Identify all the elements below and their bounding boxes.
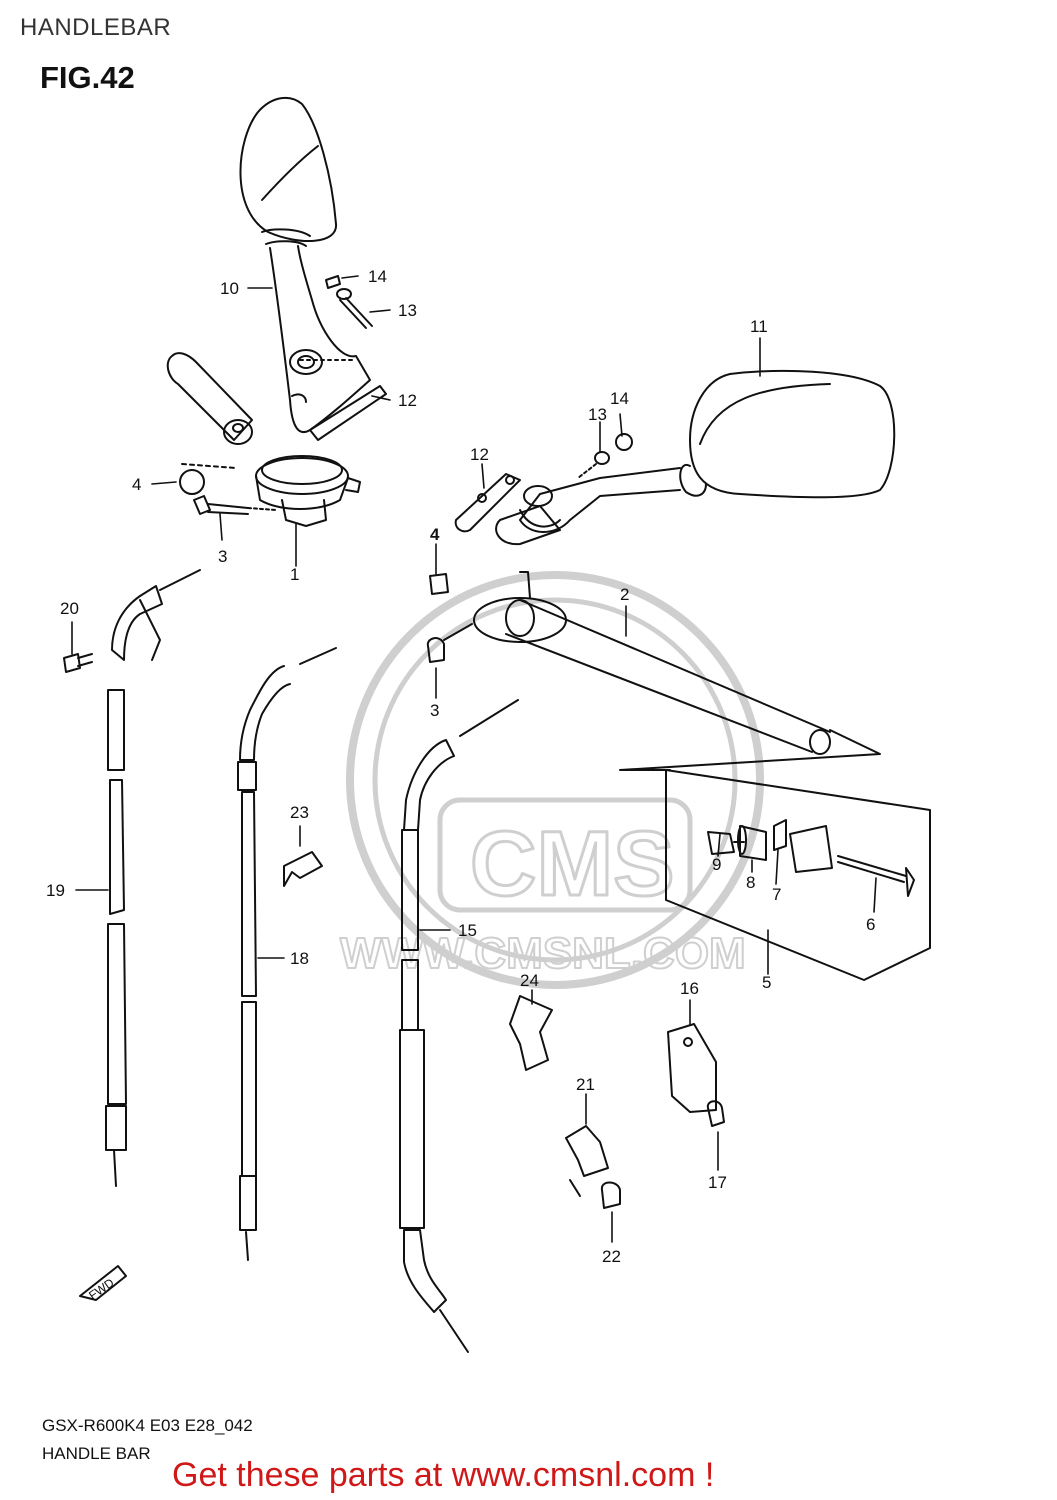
part-22-screw xyxy=(600,1181,621,1209)
callout-1: 1 xyxy=(290,565,299,584)
callout-16: 16 xyxy=(680,979,699,998)
part-24-clip xyxy=(509,995,553,1071)
diagram-name: HANDLE BAR xyxy=(42,1444,151,1463)
part-10-left-mirror xyxy=(239,96,387,441)
callout-5: 5 xyxy=(762,973,771,992)
callout-11: 11 xyxy=(750,317,768,336)
part-20-screw xyxy=(63,653,93,673)
part-3-bolt-right xyxy=(426,623,473,663)
part-23-clamp xyxy=(283,851,323,887)
callout-3-right: 3 xyxy=(430,701,439,720)
part-11-right-mirror xyxy=(495,369,896,546)
fwd-direction-arrow: FWD xyxy=(79,1265,127,1303)
part-4-cap-left xyxy=(179,469,205,495)
callout-labels: 10 14 13 12 4 3 1 11 13 14 12 4 2 3 20 1… xyxy=(46,267,875,1266)
model-code: GSX-R600K4 E03 E28_042 xyxy=(42,1416,253,1435)
callout-14-right: 14 xyxy=(610,389,629,408)
callout-13-right: 13 xyxy=(588,405,607,424)
part-17-screw xyxy=(706,1100,725,1127)
callout-15: 15 xyxy=(458,921,477,940)
callout-23: 23 xyxy=(290,803,309,822)
part-13-bolt-right xyxy=(577,451,610,479)
part-8-spacer xyxy=(737,825,767,861)
part-3-bolt-left xyxy=(193,495,277,515)
callout-6: 6 xyxy=(866,915,875,934)
part-15-clutch-cable xyxy=(399,699,519,1353)
section-title: HANDLEBAR xyxy=(20,14,172,41)
callout-12-right: 12 xyxy=(470,445,489,464)
callout-4-right: 4 xyxy=(430,525,440,544)
callout-12-left: 12 xyxy=(398,391,417,410)
callout-2: 2 xyxy=(620,585,629,604)
part-16-bracket xyxy=(667,1023,717,1113)
callout-19: 19 xyxy=(46,881,65,900)
callout-21: 21 xyxy=(576,1075,595,1094)
callout-14-left: 14 xyxy=(368,267,387,286)
callout-20: 20 xyxy=(60,599,79,618)
callout-10: 10 xyxy=(220,279,239,298)
promo-link-text[interactable]: Get these parts at www.cmsnl.com ! xyxy=(172,1456,715,1494)
watermark: CMS WWW.CMSNL.COM xyxy=(339,571,764,989)
callout-7: 7 xyxy=(772,885,781,904)
part-4-cap-right xyxy=(429,573,449,595)
callout-24: 24 xyxy=(520,971,539,990)
part-13-bolt-left xyxy=(336,288,373,329)
callout-3-left: 3 xyxy=(218,547,227,566)
callout-4-left: 4 xyxy=(132,475,141,494)
part-6-bolt xyxy=(789,825,915,897)
part-2-right-handlebar xyxy=(473,571,881,771)
figure-number: FIG.42 xyxy=(40,60,135,95)
watermark-url: WWW.CMSNL.COM xyxy=(340,929,746,978)
watermark-brand: CMS xyxy=(470,813,674,915)
part-12-bracket-right xyxy=(454,473,521,533)
part-21-clip xyxy=(565,1125,609,1197)
leader-lines xyxy=(71,275,877,1243)
callout-17: 17 xyxy=(708,1173,727,1192)
callout-9: 9 xyxy=(712,855,721,874)
callout-22: 22 xyxy=(602,1247,621,1266)
callout-13-left: 13 xyxy=(398,301,417,320)
part-18-throttle-cable xyxy=(237,647,337,1261)
part-14-cap-right xyxy=(615,433,633,451)
part-5-bar-end-group xyxy=(665,769,931,981)
part-7-ring xyxy=(773,819,787,851)
part-19-throttle-cable xyxy=(105,569,201,1187)
callout-8: 8 xyxy=(746,873,755,892)
part-14-cap-left xyxy=(325,275,341,289)
part-1-left-handlebar xyxy=(166,352,361,527)
callout-18: 18 xyxy=(290,949,309,968)
